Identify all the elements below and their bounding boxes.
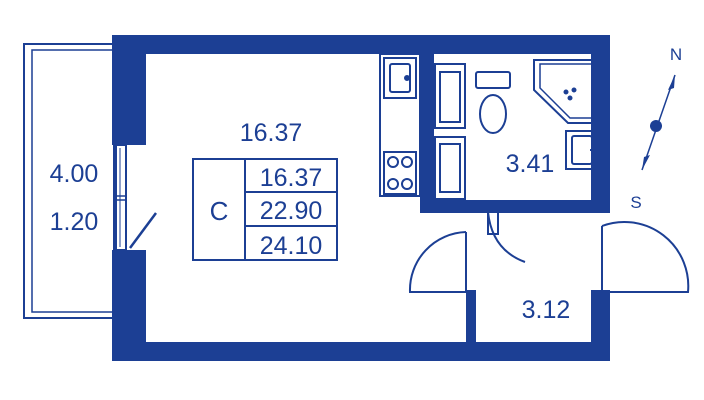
toilet-icon [475,71,511,134]
stove-icon [383,151,417,195]
bath-door [487,211,526,263]
hallway-area: 3.12 [522,296,571,324]
washing-machine-icon [434,63,466,200]
washbasin-icon [565,130,598,170]
area-table: C 16.37 22.90 24.10 [192,158,338,261]
balcony-area: 4.00 [50,160,99,188]
kitchen-counter [379,53,421,197]
wall-bottom [112,342,610,361]
walls [112,35,610,361]
wall-left-upper [112,35,146,145]
balcony-reduced-area: 1.20 [50,208,99,236]
unit-type-label: C [210,196,229,226]
total-with-balcony-value: 24.10 [260,232,323,260]
balcony-door [115,144,158,251]
bathroom-area: 3.41 [506,150,555,178]
balcony [23,43,115,319]
entrance-doors [408,221,690,293]
wall-left-lower [112,250,146,361]
shower-tray-icon [533,59,598,124]
total-area-value: 22.90 [260,197,323,225]
main-room-area: 16.37 [240,119,303,147]
wall-bath-left [420,35,434,213]
living-area-value: 16.37 [260,164,323,192]
wall-right-lower [591,290,610,361]
compass-icon: N S [630,45,682,212]
wall-top [112,35,610,54]
wall-bath-bottom [420,200,610,213]
compass-south-label: S [630,193,641,212]
wall-hall-left [466,290,476,361]
kitchen-sink-icon [383,57,417,99]
compass-north-label: N [670,45,682,64]
